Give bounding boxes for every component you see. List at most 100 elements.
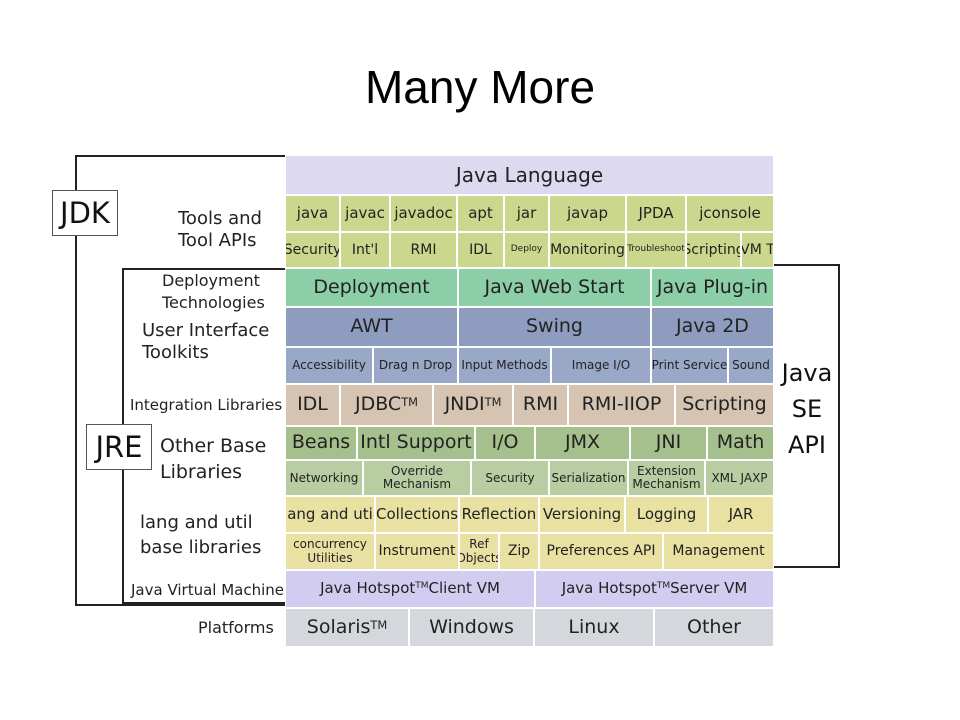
jre-label: JRE	[86, 424, 152, 470]
cell-extension-mechanism: Extension Mechanism	[628, 460, 705, 496]
cell-java: java	[285, 195, 340, 232]
jdk-label: JDK	[52, 190, 118, 236]
cell-idl: IDL	[285, 384, 340, 426]
cell-javadoc: javadoc	[390, 195, 457, 232]
cell-monitoring: Monitoring	[549, 232, 626, 268]
cell-javac: javac	[340, 195, 390, 232]
cell-instrument: Instrument	[375, 533, 459, 570]
cell-scripting: Scripting	[686, 232, 741, 268]
row-label-lang-line-1: lang and util	[140, 512, 253, 533]
cell-concurrency-utilities: concurrency Utilities	[285, 533, 375, 570]
row-label-jvm: Java Virtual Machine	[131, 579, 284, 601]
row-label-integration: Integration Libraries	[130, 394, 282, 416]
row-label-integration-line-1: Integration Libraries	[130, 396, 283, 414]
jdk-bracket	[75, 155, 285, 606]
cell-image-i-o: Image I/O	[551, 347, 651, 384]
row-label-lang-line-2: base libraries	[140, 537, 262, 558]
cell-java-language: Java Language	[285, 155, 774, 195]
cell-jmx: JMX	[535, 426, 630, 460]
cell-preferences-api: Preferences API	[539, 533, 663, 570]
row-label-tools-line-1: Tools and	[178, 208, 262, 229]
cell-i-o: I/O	[475, 426, 535, 460]
cell-int-l: Int'l	[340, 232, 390, 268]
row-label-ui-line-1: User Interface	[142, 320, 270, 341]
cell-rmi: RMI	[513, 384, 568, 426]
cell-print-service: Print Service	[651, 347, 728, 384]
cell-networking: Networking	[285, 460, 363, 496]
row-label-lang-util: lang and util base libraries	[140, 510, 261, 560]
cell-logging: Logging	[625, 496, 708, 533]
cell-jar: JAR	[708, 496, 774, 533]
trademark-mark: TM	[656, 581, 671, 592]
cell-rmi: RMI	[390, 232, 457, 268]
cell-accessibility: Accessibility	[285, 347, 373, 384]
trademark-mark: TM	[370, 617, 388, 632]
cell-jpda: JPDA	[626, 195, 686, 232]
cell-java-plug-in: Java Plug-in	[651, 268, 774, 307]
row-label-deployment-line-2: Technologies	[162, 293, 265, 312]
cell-collections: Collections	[375, 496, 459, 533]
row-label-tools: Tools and Tool APIs	[178, 208, 262, 252]
row-label-other-base: Other Base Libraries	[160, 433, 266, 485]
cell-deployment: Deployment	[285, 268, 458, 307]
cell-security: Security	[285, 232, 340, 268]
cell-beans: Beans	[285, 426, 357, 460]
cell-windows: Windows	[409, 608, 534, 647]
cell-other: Other	[654, 608, 774, 647]
java-se-api-bracket	[774, 264, 840, 568]
cell-javap: javap	[549, 195, 626, 232]
cell-troubleshoot: Troubleshoot	[626, 232, 686, 268]
row-label-other-base-line-1: Other Base	[160, 435, 267, 457]
trademark-mark: TM	[415, 581, 429, 592]
cell-java-web-start: Java Web Start	[458, 268, 651, 307]
cell-xml-jaxp: XML JAXP	[705, 460, 774, 496]
java-se-api-label: Java SE API	[776, 355, 838, 463]
cell-sound: Sound	[728, 347, 774, 384]
cell-idl: IDL	[457, 232, 504, 268]
row-label-ui-line-2: Toolkits	[142, 342, 209, 363]
cell-versioning: Versioning	[539, 496, 625, 533]
cell-security: Security	[471, 460, 549, 496]
cell-jvm-ti: JVM TI	[741, 232, 774, 268]
cell-override-mechanism: Override Mechanism	[363, 460, 471, 496]
row-label-deployment: Deployment Technologies	[162, 270, 265, 314]
cell-zip: Zip	[499, 533, 539, 570]
cell-swing: Swing	[458, 307, 651, 347]
row-label-platforms: Platforms	[198, 617, 274, 639]
cell-math: Math	[707, 426, 774, 460]
cell-apt: apt	[457, 195, 504, 232]
cell-lang-and-util: lang and util	[285, 496, 375, 533]
row-label-tools-line-2: Tool APIs	[178, 230, 257, 251]
cell-scripting: Scripting	[675, 384, 774, 426]
java-se-api-line-1: Java	[781, 359, 833, 387]
cell-rmi-iiop: RMI-IIOP	[568, 384, 675, 426]
java-se-api-line-3: API	[788, 431, 826, 459]
cell-deploy: Deploy	[504, 232, 549, 268]
row-label-jvm-line-1: Java Virtual Machine	[131, 581, 285, 599]
cell-intl-support: Intl Support	[357, 426, 475, 460]
row-label-ui-toolkits: User Interface Toolkits	[142, 320, 269, 364]
trademark-mark: TM	[484, 395, 502, 410]
slide-title: Many More	[364, 61, 596, 113]
cell-awt: AWT	[285, 307, 458, 347]
java-se-api-line-2: SE	[791, 395, 823, 423]
cell-drag-n-drop: Drag n Drop	[373, 347, 458, 384]
cell-jni: JNI	[630, 426, 707, 460]
cell-jconsole: jconsole	[686, 195, 774, 232]
cell-input-methods: Input Methods	[458, 347, 551, 384]
cell-management: Management	[663, 533, 774, 570]
cell-jar: jar	[504, 195, 549, 232]
cell-serialization: Serialization	[549, 460, 628, 496]
cell-reflection: Reflection	[459, 496, 539, 533]
row-label-platforms-line-1: Platforms	[198, 618, 274, 637]
cell-linux: Linux	[534, 608, 654, 647]
trademark-mark: TM	[401, 395, 418, 410]
cell-ref-objects: Ref Objects	[459, 533, 499, 570]
row-label-other-base-line-2: Libraries	[160, 461, 243, 483]
